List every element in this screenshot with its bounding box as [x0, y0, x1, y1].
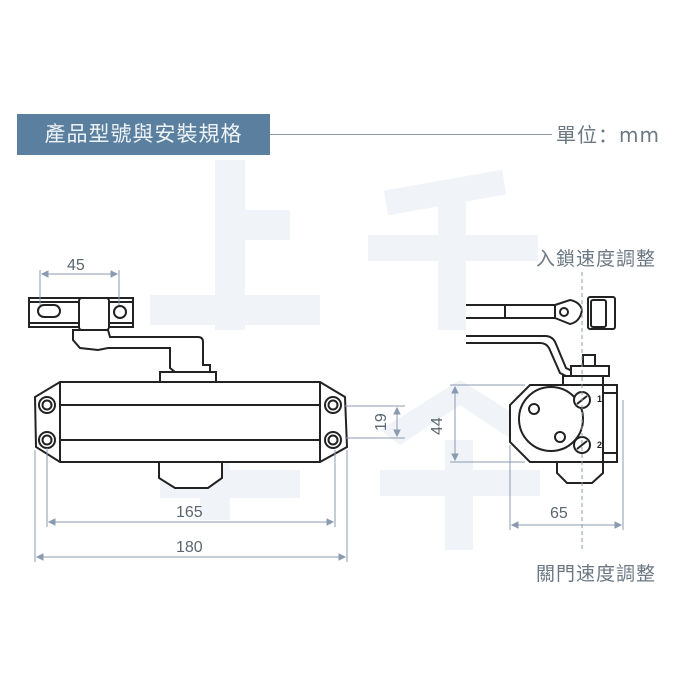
dim-65: 65 [550, 505, 568, 522]
latch-speed-adjust-label: 入鎖速度調整 [536, 248, 657, 270]
dim-45: 45 [67, 257, 85, 274]
dim-165: 165 [176, 504, 203, 521]
slot-hole [37, 304, 61, 318]
dim-19: 19 [373, 413, 390, 431]
header-divider [270, 134, 552, 135]
closing-speed-adjust-label: 關門速度調整 [536, 563, 657, 585]
dim-180: 180 [176, 539, 203, 556]
valve-1-label: 1 [597, 394, 602, 404]
unit-label: 單位：mm [556, 123, 660, 147]
valve-2-label: 2 [597, 440, 602, 450]
section-title: 產品型號與安裝規格 [17, 114, 270, 155]
round-hole [113, 305, 127, 319]
dim-44: 44 [429, 417, 446, 435]
